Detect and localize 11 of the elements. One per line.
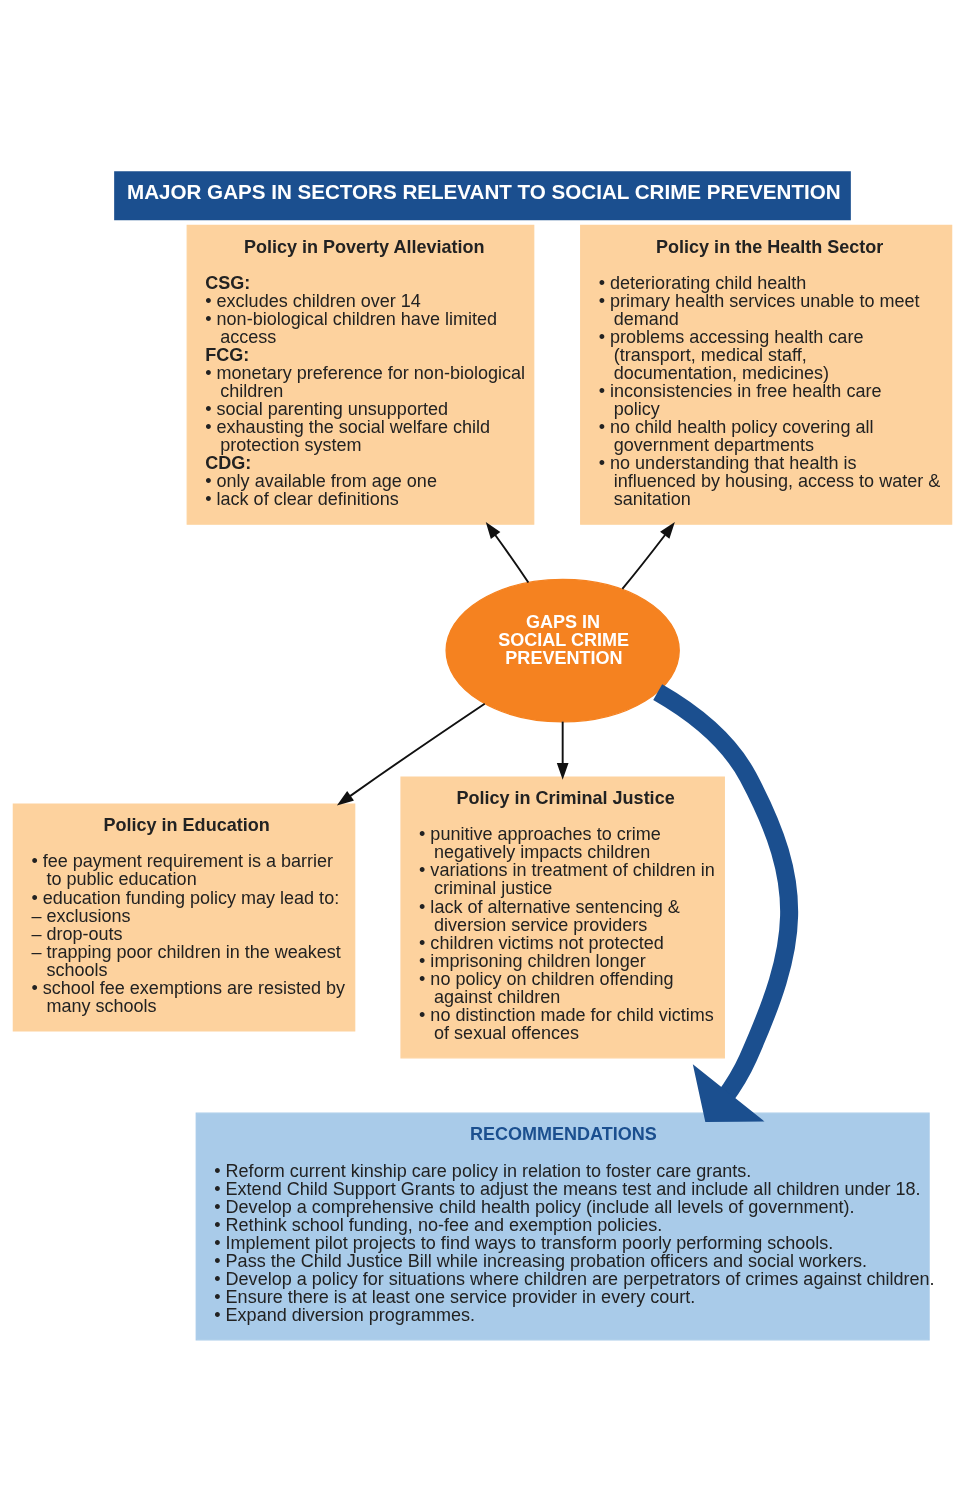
- node-ellipse: GAPS IN SOCIAL CRIME PREVENTION: [445, 578, 680, 723]
- arrow: [485, 521, 530, 584]
- arrow: [336, 702, 486, 806]
- diagram-title: MAJOR GAPS IN SECTORS RELEVANT TO SOCIAL CRIME PREVENTION: [127, 180, 841, 204]
- node-box: Policy in the Health Sector • deteriorating child health • primary health services unable to meet demand • problems accessing health care (transport, medical staff, documentation, medicines) • inconsistencies in free health care policy • no child health policy covering all government departments • no understanding that health is influenced by housing, access to water & sanitation: [580, 224, 953, 525]
- arrow: [621, 521, 675, 590]
- node-box: Policy in Poverty Alleviation CSG: • excludes children over 14 • non-biological children have limited access FCG: • monetary preference for non-biological children • social parenting unsupported • exhausting the social welfare child protection system CDG: • only available from age one • lack of clear definitions: [186, 224, 535, 525]
- arrow: [556, 720, 569, 780]
- node-box: Policy in Criminal Justice • punitive approaches to crime negatively impacts children • variations in treatment of children in criminal justice • lack of alternative sentencing & diversion service providers • children victims not protected • imprisoning children longer • no policy on children offending against children • no distinction made for child victims of sexual offences: [400, 776, 725, 1059]
- arrow: [653, 684, 799, 1123]
- node-box: Policy in Education • fee payment requirement is a barrier to public education • education funding policy may lead to: – exclusions – drop-outs – trapping poor children in the weakest schools • school fee exemptions are resisted by many schools: [12, 803, 356, 1032]
